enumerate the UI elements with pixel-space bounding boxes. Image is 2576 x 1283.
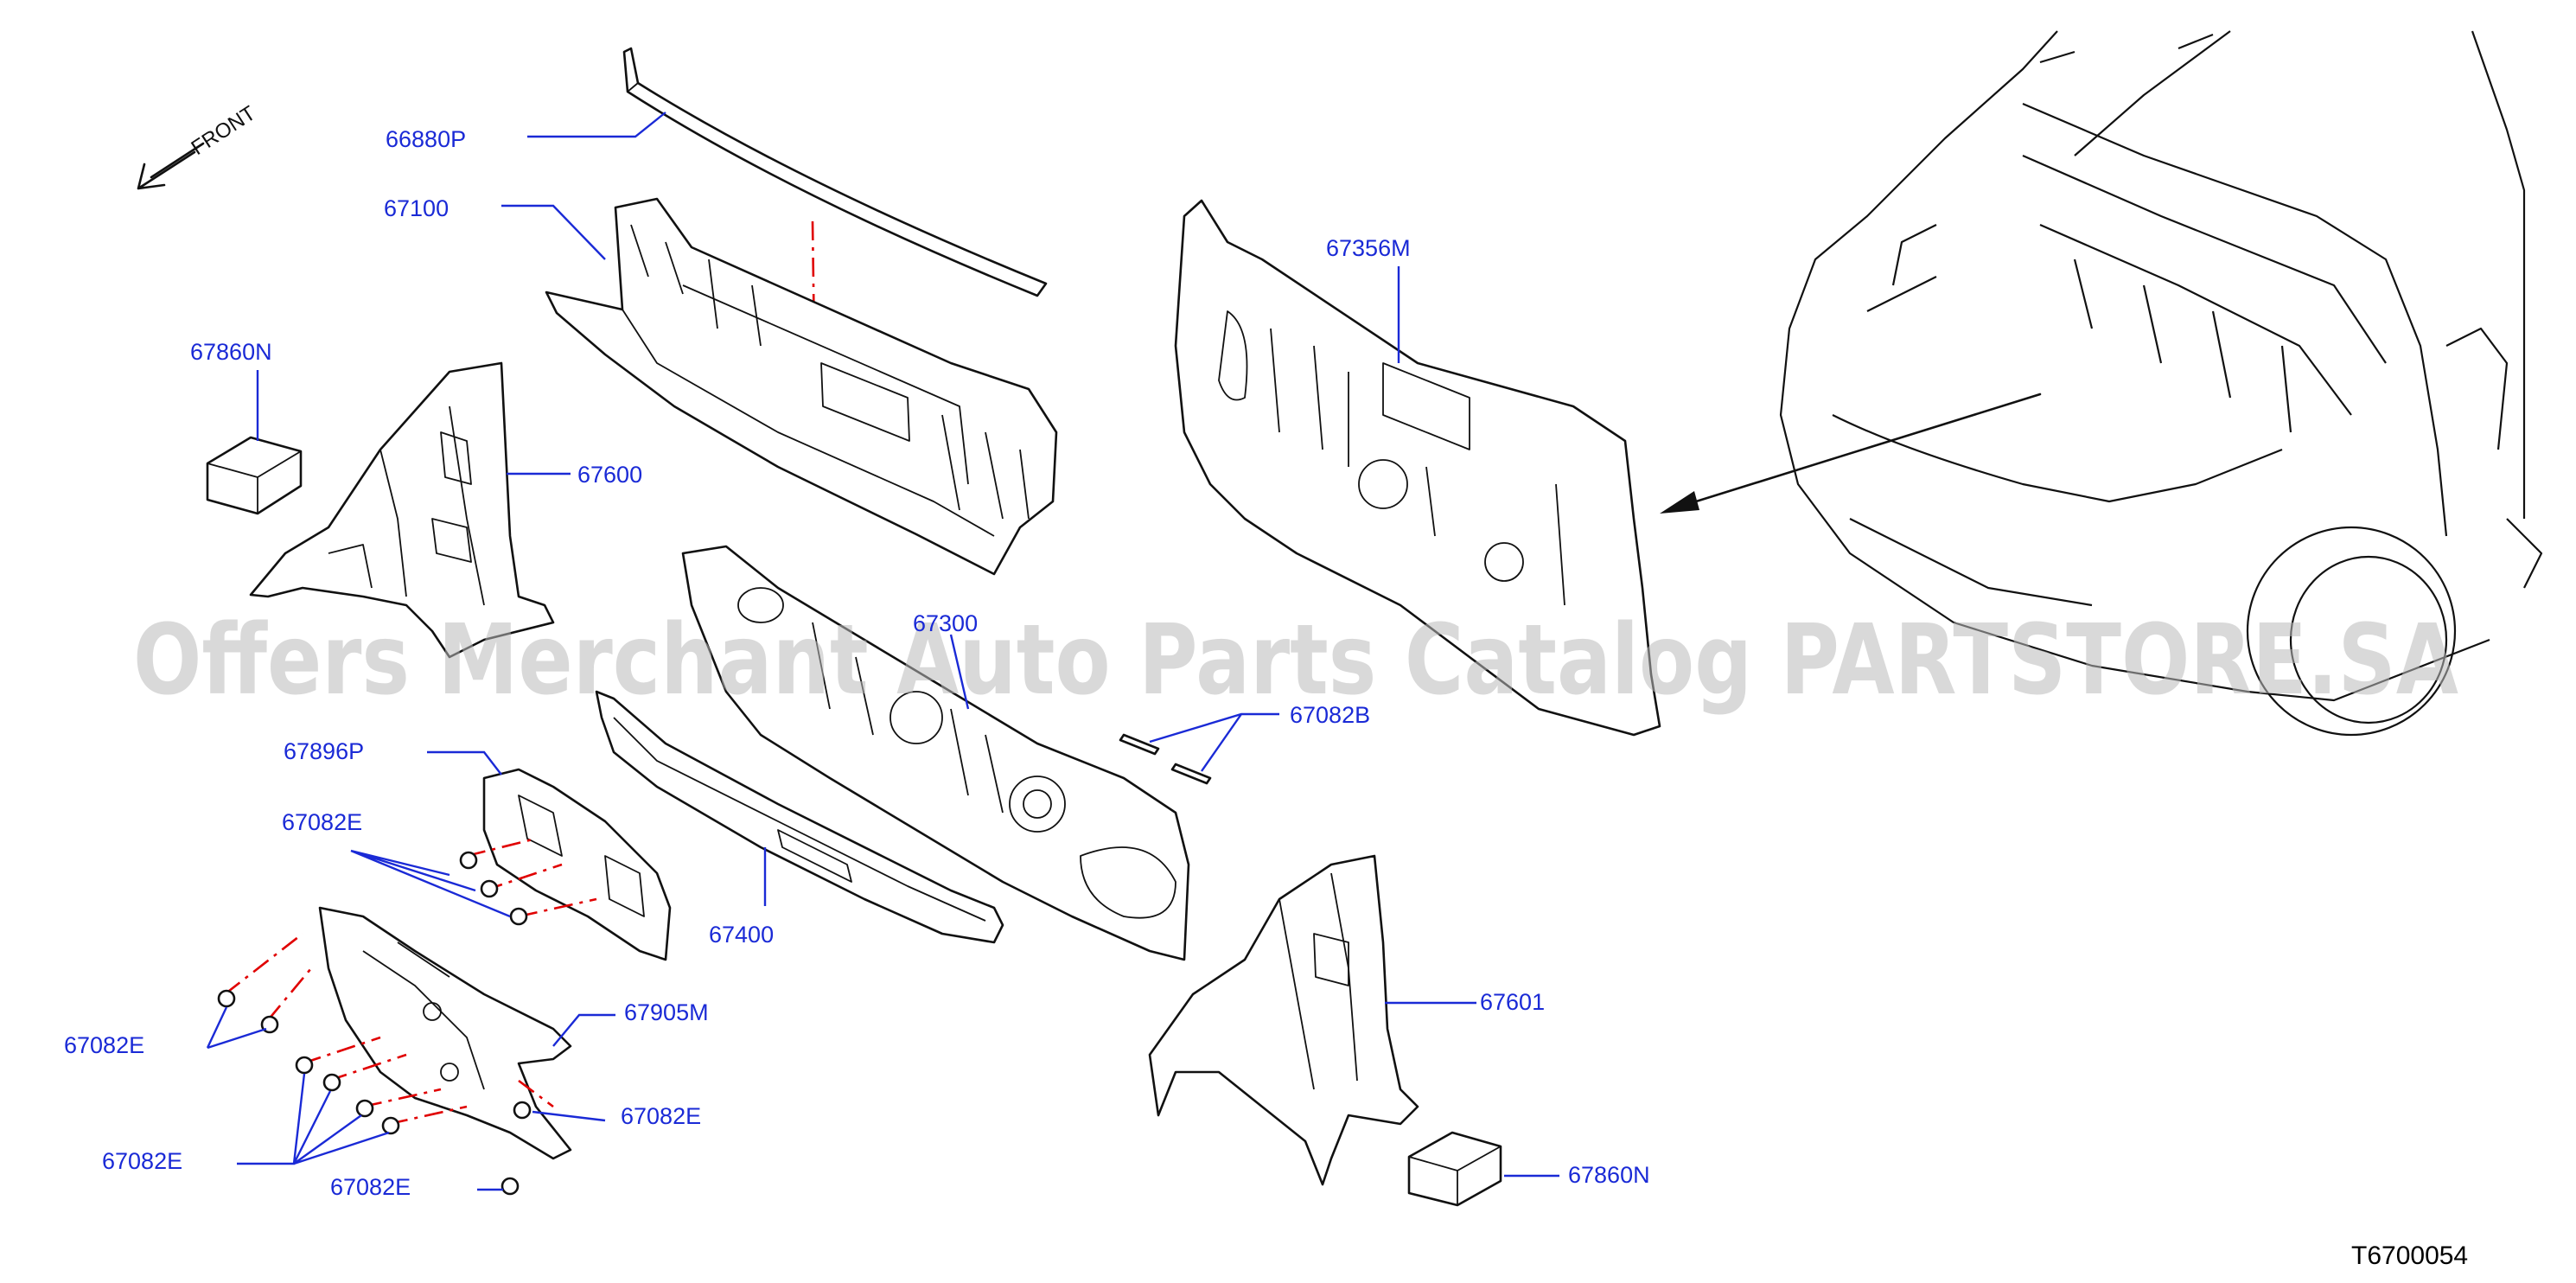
- part-67601-side-panel: [1148, 854, 1419, 1186]
- assembly-line: [811, 220, 816, 347]
- part-67905m-panel: [318, 906, 572, 1160]
- callout-67905m[interactable]: 67905M: [624, 999, 709, 1025]
- callout-67082e-d[interactable]: 67082E: [102, 1148, 182, 1174]
- part-67860n-block-top: [206, 436, 303, 515]
- callout-66880p[interactable]: 66880P: [386, 126, 466, 152]
- part-67400-cross-member: [595, 690, 1004, 944]
- callout-67082e-c[interactable]: 67082E: [621, 1103, 701, 1129]
- pointer-arrow-head: [1660, 491, 1699, 514]
- callout-67860n-top[interactable]: 67860N: [190, 339, 272, 365]
- callout-67860n-bottom[interactable]: 67860N: [1568, 1162, 1650, 1188]
- front-arrow-icon: [137, 142, 205, 190]
- pointer-arrow: [1667, 393, 2042, 512]
- part-67896p-insulator: [482, 768, 672, 961]
- callout-67082e-a[interactable]: 67082E: [282, 809, 362, 835]
- leader-lines: [206, 112, 1559, 1191]
- callout-67896p[interactable]: 67896P: [284, 738, 364, 764]
- vehicle-outline: [1779, 30, 2543, 737]
- front-label: FRONT: [188, 101, 260, 160]
- callout-67601[interactable]: 67601: [1480, 989, 1545, 1015]
- callout-67082e-b[interactable]: 67082E: [64, 1032, 144, 1058]
- callout-67300[interactable]: 67300: [913, 610, 978, 636]
- callout-67356m[interactable]: 67356M: [1326, 235, 1411, 261]
- part-67356m-insulator: [1174, 199, 1661, 737]
- callout-67400[interactable]: 67400: [709, 922, 774, 948]
- callout-67600[interactable]: 67600: [577, 462, 642, 488]
- part-67600-side-panel: [249, 361, 555, 659]
- bolt-icons: [217, 851, 532, 1196]
- callout-67082b[interactable]: 67082B: [1290, 702, 1370, 728]
- callout-67100[interactable]: 67100: [384, 195, 449, 221]
- part-67300-dash-panel: [681, 545, 1190, 961]
- callout-67082e-e[interactable]: 67082E: [330, 1174, 411, 1200]
- diagram-code: T6700054: [2351, 1242, 2468, 1270]
- watermark: Offers Merchant Auto Parts Catalog PARTS…: [133, 604, 2458, 717]
- part-66880p-seal: [622, 47, 1048, 297]
- part-67100-cowl-top: [545, 197, 1058, 576]
- part-67082b-clips: [1119, 733, 1212, 785]
- part-67860n-block-bottom: [1407, 1131, 1502, 1207]
